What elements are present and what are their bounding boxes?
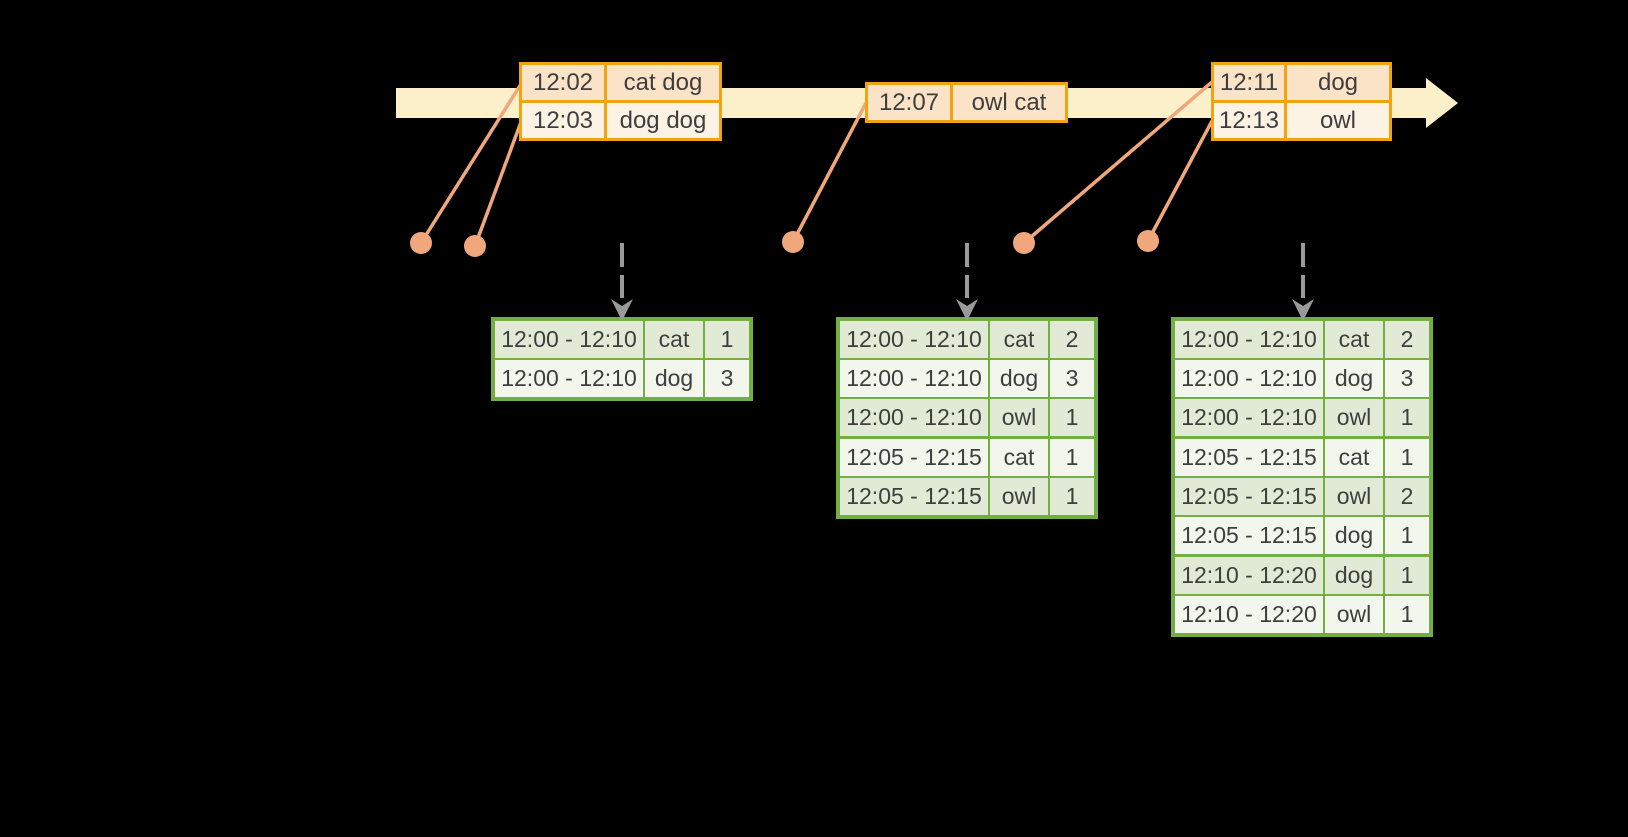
time-cell: 12:11	[1214, 65, 1284, 100]
result-table-row: 12:05 - 12:15 cat 1	[840, 436, 1094, 476]
window-cell: 12:05 - 12:15	[1175, 439, 1323, 476]
input-event-table-3: 12:11 dog 12:13 owl	[1211, 62, 1392, 141]
window-cell: 12:00 - 12:10	[1175, 321, 1323, 358]
window-cell: 12:05 - 12:15	[840, 478, 988, 515]
timeline-arrowhead-icon	[1426, 78, 1458, 128]
count-cell: 3	[1048, 360, 1094, 397]
word-cell: owl	[1323, 478, 1383, 515]
word-cell: owl	[1323, 399, 1383, 436]
count-cell: 3	[1383, 360, 1429, 397]
word-cell: dog	[1323, 517, 1383, 554]
window-cell: 12:10 - 12:20	[1175, 557, 1323, 594]
word-cell: dog	[988, 360, 1048, 397]
word-cell: dog	[643, 360, 703, 397]
count-cell: 1	[1048, 439, 1094, 476]
word-cell: cat	[988, 321, 1048, 358]
result-table-row: 12:00 - 12:10 dog 3	[840, 358, 1094, 397]
result-table-row: 12:10 - 12:20 owl 1	[1175, 594, 1429, 633]
event-dot	[1137, 230, 1159, 252]
count-cell: 2	[1048, 321, 1094, 358]
time-cell: 12:13	[1214, 103, 1284, 138]
result-table-row: 12:05 - 12:15 cat 1	[1175, 436, 1429, 476]
window-cell: 12:00 - 12:10	[495, 360, 643, 397]
window-cell: 12:00 - 12:10	[840, 399, 988, 436]
time-cell: 12:03	[522, 103, 604, 138]
result-table-row: 12:00 - 12:10 cat 1	[495, 321, 749, 358]
count-cell: 1	[1383, 439, 1429, 476]
word-cell: dog	[1323, 557, 1383, 594]
result-table-row: 12:00 - 12:10 cat 2	[840, 321, 1094, 358]
window-cell: 12:10 - 12:20	[1175, 596, 1323, 633]
words-cell: cat dog	[604, 65, 719, 100]
window-cell: 12:00 - 12:10	[840, 360, 988, 397]
result-table-2: 12:00 - 12:10 cat 2 12:00 - 12:10 dog 3 …	[836, 317, 1098, 519]
word-cell: dog	[1323, 360, 1383, 397]
count-cell: 2	[1383, 321, 1429, 358]
result-table-row: 12:10 - 12:20 dog 1	[1175, 554, 1429, 594]
window-cell: 12:00 - 12:10	[840, 321, 988, 358]
word-cell: owl	[988, 399, 1048, 436]
count-cell: 2	[1383, 478, 1429, 515]
words-cell: dog	[1284, 65, 1389, 100]
event-connector-line	[419, 83, 523, 244]
window-cell: 12:05 - 12:15	[840, 439, 988, 476]
result-table-row: 12:00 - 12:10 owl 1	[1175, 397, 1429, 436]
result-table-row: 12:00 - 12:10 cat 2	[1175, 321, 1429, 358]
event-table-row: 12:02 cat dog	[522, 65, 719, 100]
window-cell: 12:00 - 12:10	[1175, 360, 1323, 397]
window-cell: 12:00 - 12:10	[495, 321, 643, 358]
time-cell: 12:07	[868, 85, 950, 120]
event-connector-line	[1146, 120, 1214, 242]
count-cell: 3	[703, 360, 749, 397]
result-table-row: 12:00 - 12:10 owl 1	[840, 397, 1094, 436]
word-cell: cat	[643, 321, 703, 358]
event-dot	[464, 235, 486, 257]
result-table-row: 12:05 - 12:15 owl 2	[1175, 476, 1429, 515]
input-event-table-2: 12:07 owl cat	[865, 82, 1068, 123]
count-cell: 1	[1383, 517, 1429, 554]
word-cell: cat	[1323, 439, 1383, 476]
words-cell: dog dog	[604, 103, 719, 138]
event-table-row: 12:13 owl	[1214, 100, 1389, 138]
word-cell: owl	[1323, 596, 1383, 633]
event-connector-line	[791, 102, 868, 243]
event-dot	[1013, 232, 1035, 254]
event-dot	[410, 232, 432, 254]
count-cell: 1	[703, 321, 749, 358]
result-table-row: 12:05 - 12:15 dog 1	[1175, 515, 1429, 554]
count-cell: 1	[1048, 478, 1094, 515]
count-cell: 1	[1383, 557, 1429, 594]
words-cell: owl cat	[950, 85, 1065, 120]
word-cell: owl	[988, 478, 1048, 515]
event-table-row: 12:03 dog dog	[522, 100, 719, 138]
event-connector-line	[473, 121, 523, 247]
window-cell: 12:00 - 12:10	[1175, 399, 1323, 436]
count-cell: 1	[1383, 596, 1429, 633]
input-event-table-1: 12:02 cat dog 12:03 dog dog	[519, 62, 722, 141]
result-table-row: 12:00 - 12:10 dog 3	[1175, 358, 1429, 397]
window-cell: 12:05 - 12:15	[1175, 478, 1323, 515]
time-cell: 12:02	[522, 65, 604, 100]
count-cell: 1	[1383, 399, 1429, 436]
event-table-row: 12:07 owl cat	[868, 85, 1065, 120]
word-cell: cat	[1323, 321, 1383, 358]
result-table-row: 12:05 - 12:15 owl 1	[840, 476, 1094, 515]
words-cell: owl	[1284, 103, 1389, 138]
event-table-row: 12:11 dog	[1214, 65, 1389, 100]
word-cell: cat	[988, 439, 1048, 476]
result-table-1: 12:00 - 12:10 cat 1 12:00 - 12:10 dog 3	[491, 317, 753, 401]
count-cell: 1	[1048, 399, 1094, 436]
event-dot	[782, 231, 804, 253]
result-table-3: 12:00 - 12:10 cat 2 12:00 - 12:10 dog 3 …	[1171, 317, 1433, 637]
result-table-row: 12:00 - 12:10 dog 3	[495, 358, 749, 397]
window-cell: 12:05 - 12:15	[1175, 517, 1323, 554]
